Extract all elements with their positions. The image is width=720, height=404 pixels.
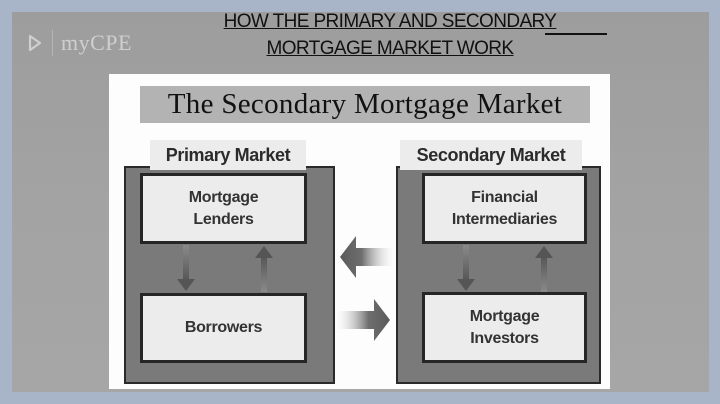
mortgage-lenders-line-2: Lenders [193, 210, 254, 228]
financial-intermediaries-line-2: Intermediaries [451, 210, 558, 228]
financial-intermediaries-line-1: Financial [471, 188, 538, 206]
logo-text: myCPE [61, 30, 132, 55]
arrow-down-icon [457, 245, 475, 291]
primary-market-label: Primary Market [150, 140, 306, 170]
logo-divider [52, 30, 53, 56]
mortgage-investors-line-2: Investors [470, 329, 539, 347]
mortgage-investors-line-1: Mortgage [469, 307, 540, 325]
borrowers-box: Borrowers [140, 293, 307, 363]
diagram-title-box: The Secondary Mortgage Market [140, 86, 590, 123]
financial-intermediaries-box: Financial Intermediaries [422, 173, 587, 244]
secondary-market-label: Secondary Market [400, 140, 582, 170]
arrow-left-icon [340, 236, 394, 278]
arrow-up-icon [535, 246, 553, 292]
slide-heading-line-2: MORTGAGE MARKET WORK [266, 38, 515, 59]
mortgage-lenders-box: Mortgage Lenders [140, 173, 307, 244]
play-icon [28, 34, 42, 52]
mycpe-logo: myCPE [28, 30, 132, 56]
mortgage-lenders-line-1: Mortgage [188, 188, 259, 206]
slide-heading-line-1: HOW THE PRIMARY AND SECONDARY [223, 11, 557, 32]
arrow-right-icon [336, 299, 390, 341]
arrow-down-icon [177, 245, 195, 291]
borrowers-label: Borrowers [184, 319, 263, 336]
diagram-title: The Secondary Mortgage Market [167, 88, 563, 120]
heading-underline-extension [545, 33, 607, 35]
arrow-up-icon [255, 246, 273, 292]
mortgage-investors-box: Mortgage Investors [422, 292, 587, 363]
